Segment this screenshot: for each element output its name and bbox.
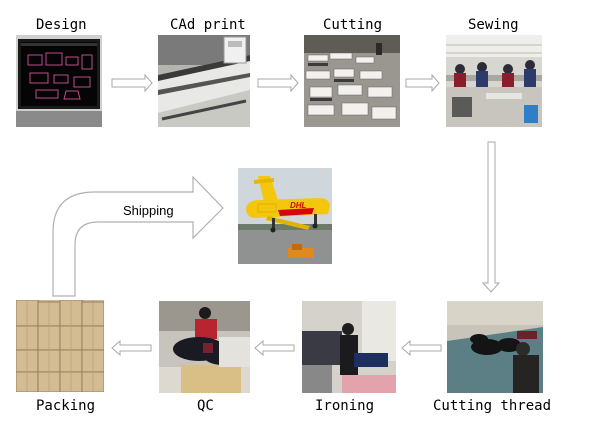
- cutting-photo: [304, 35, 400, 127]
- arrow-cad-to-cutting: [257, 73, 299, 93]
- qc-photo: [159, 301, 250, 393]
- arrow-sewing-to-cutting-thread: [481, 141, 501, 293]
- shipping-label: Shipping: [123, 203, 174, 218]
- step-label-packing: Packing: [36, 398, 96, 414]
- arrow-thread-to-ironing: [401, 339, 442, 357]
- step-label-design: Design: [36, 17, 87, 33]
- step-label-cutting-thread: Cutting thread: [433, 398, 552, 414]
- design-photo: [16, 35, 102, 127]
- ironing-photo: [302, 301, 396, 393]
- shipping-arrow: [52, 175, 224, 297]
- airplane-photo: DHL: [238, 168, 332, 264]
- arrow-cutting-to-sewing: [405, 73, 440, 93]
- step-label-sewing: Sewing: [468, 17, 519, 33]
- cutting-thread-photo: [447, 301, 543, 393]
- step-label-cutting: Cutting: [323, 17, 383, 33]
- arrow-design-to-cad: [111, 73, 153, 93]
- arrow-ironing-to-qc: [254, 339, 295, 357]
- sewing-photo: [446, 35, 542, 127]
- step-label-qc: QC: [197, 398, 214, 414]
- airplane-livery-text: DHL: [290, 201, 307, 210]
- arrow-qc-to-packing: [111, 339, 152, 357]
- packing-photo: [16, 300, 104, 392]
- step-label-cad-print: CAd print: [170, 17, 246, 33]
- cad-print-photo: [158, 35, 250, 127]
- step-label-ironing: Ironing: [315, 398, 375, 414]
